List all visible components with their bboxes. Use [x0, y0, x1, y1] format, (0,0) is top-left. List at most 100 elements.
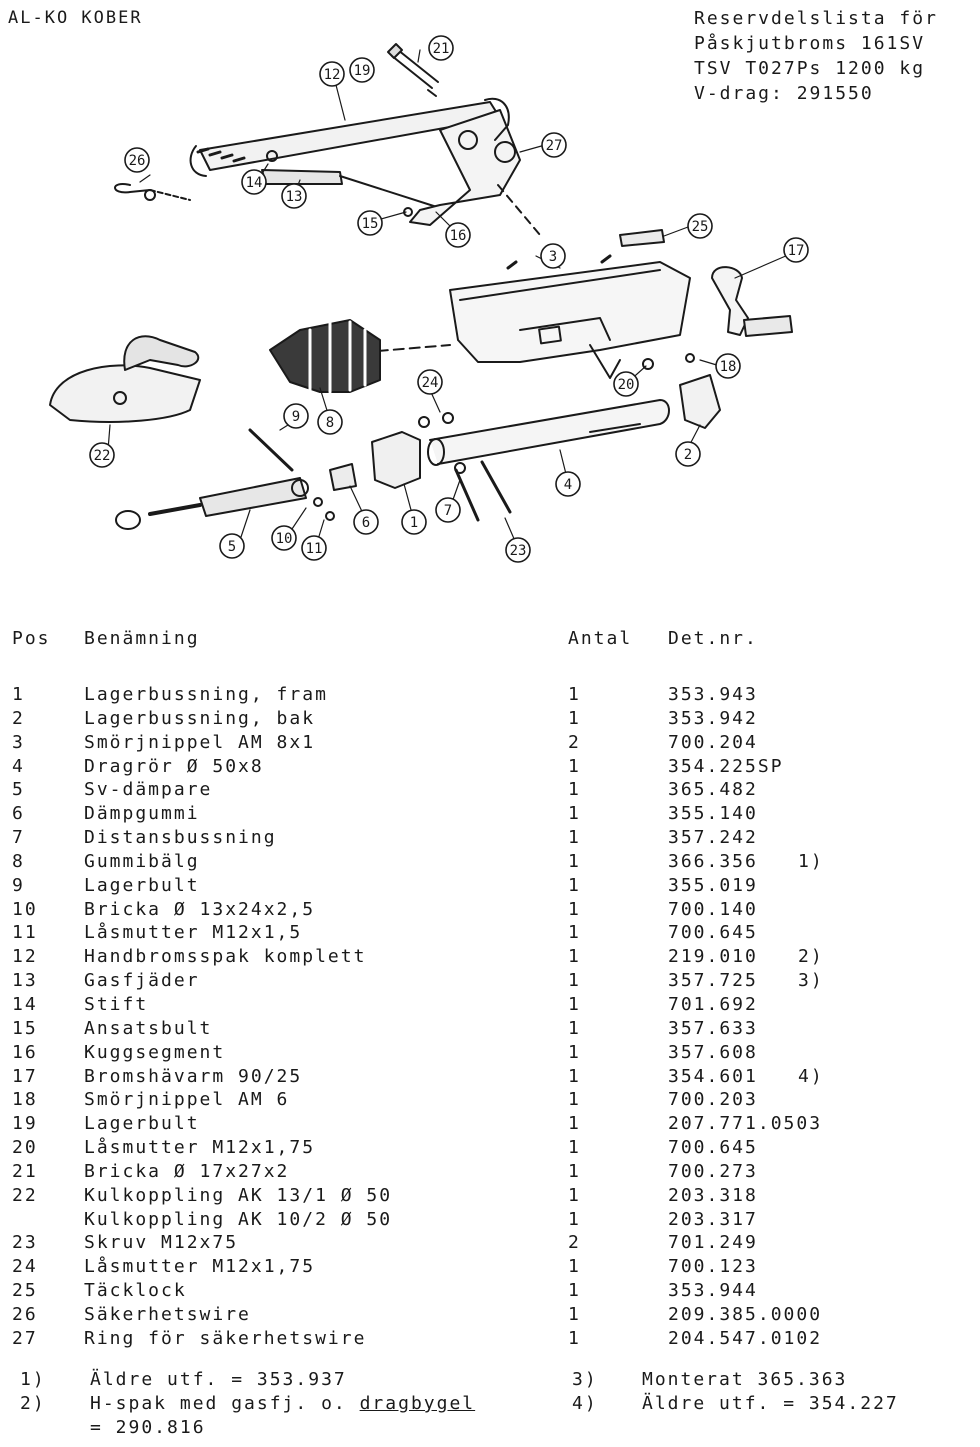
- callout-number: 17: [788, 243, 805, 259]
- callout-3: 3: [540, 243, 566, 269]
- row-name: Låsmutter M12x1,75: [84, 1137, 316, 1159]
- row-pos: 3: [12, 731, 25, 753]
- draw-tube-drawing: [427, 399, 670, 466]
- row-qty: 1: [568, 1113, 581, 1135]
- row-name: Lagerbult: [84, 1113, 200, 1135]
- callout-19: 19: [349, 57, 375, 83]
- row-qty: 1: [568, 850, 581, 872]
- callout-13: 13: [281, 183, 307, 209]
- row-det: 219.010: [668, 946, 758, 968]
- row-name: Distansbussning: [84, 827, 277, 849]
- table-header-row: Pos Benämning Antal Det.nr.: [0, 628, 980, 684]
- row-pos: 6: [12, 803, 25, 825]
- row-name: Låsmutter M12x1,5: [84, 922, 303, 944]
- callout-number: 2: [684, 447, 692, 463]
- row-det: 355.140: [668, 803, 758, 825]
- callout-26: 26: [124, 147, 150, 173]
- row-name: Bromshävarm 90/25: [84, 1065, 303, 1087]
- row-pos: 25: [12, 1280, 38, 1302]
- row-pos: 21: [12, 1160, 38, 1182]
- callout-circle: [317, 409, 343, 435]
- damper-rubber-drawing: [329, 463, 357, 491]
- callout-6: 6: [353, 509, 379, 535]
- callout-circle: [319, 61, 345, 87]
- footnote-text: Monterat 365.363: [642, 1369, 848, 1390]
- rubber-bellows-drawing: [269, 319, 381, 394]
- callout-number: 8: [326, 415, 334, 431]
- footnote-id: 2): [20, 1393, 46, 1414]
- callout-number: 12: [324, 67, 341, 83]
- callout-circle: [783, 237, 809, 263]
- cover-lid-drawing: [619, 229, 665, 247]
- row-name: Smörjnippel AM 6: [84, 1089, 290, 1111]
- callout-number: 23: [510, 543, 527, 559]
- row-det: 357.725: [668, 970, 758, 992]
- callout-number: 9: [292, 409, 300, 425]
- callout-7: 7: [435, 497, 461, 523]
- callout-number: 14: [246, 175, 263, 191]
- callout-number: 18: [720, 359, 737, 375]
- callout-27: 27: [541, 132, 567, 158]
- callout-9: 9: [283, 403, 309, 429]
- row-det: 203.318: [668, 1184, 758, 1206]
- row-note: 3): [798, 970, 824, 992]
- callout-circle: [505, 537, 531, 563]
- callout-circle: [428, 35, 454, 61]
- document-title: Reservdelslista för Påskjutbroms 161SV T…: [694, 6, 938, 106]
- row-pos: 1: [12, 684, 25, 705]
- row-qty: 1: [568, 827, 581, 849]
- footnote-id: 3): [572, 1369, 598, 1390]
- callout-15: 15: [357, 210, 383, 236]
- callout-circle: [241, 169, 267, 195]
- callout-18: 18: [715, 353, 741, 379]
- row-pos: 20: [12, 1137, 38, 1159]
- row-name: Säkerhetswire: [84, 1303, 251, 1325]
- row-det: 701.249: [668, 1232, 758, 1254]
- row-pos: 12: [12, 946, 38, 968]
- footnote-text: Äldre utf. = 353.937: [90, 1369, 347, 1390]
- row-qty: 1: [568, 970, 581, 992]
- row-det: 357.608: [668, 1041, 758, 1063]
- callout-4: 4: [555, 471, 581, 497]
- footnote-text-a: H-spak med gasfj. o.: [90, 1393, 347, 1414]
- row-name: Kulkoppling AK 13/1 Ø 50: [84, 1184, 393, 1206]
- brake-housing-drawing: [449, 261, 691, 379]
- callout-number: 7: [444, 503, 452, 519]
- callout-21: 21: [428, 35, 454, 61]
- callout-layer: 1234567891011121314151617181920212223242…: [89, 35, 809, 563]
- row-qty: 1: [568, 1089, 581, 1111]
- callout-number: 24: [422, 375, 439, 391]
- callout-circle: [281, 183, 307, 209]
- row-qty: 1: [568, 1137, 581, 1159]
- screws-drawing: [454, 460, 512, 522]
- row-det: 207.771.0503: [668, 1113, 823, 1135]
- row-pos: 8: [12, 850, 25, 872]
- callout-circle: [613, 371, 639, 397]
- callout-number: 11: [306, 541, 323, 557]
- callout-circle: [353, 509, 379, 535]
- callout-circle: [555, 471, 581, 497]
- row-det: 700.273: [668, 1160, 758, 1182]
- callout-circle: [124, 147, 150, 173]
- brand-name: AL-KO KOBER: [8, 8, 143, 28]
- row-pos: 26: [12, 1303, 38, 1325]
- row-name: Täcklock: [84, 1280, 187, 1302]
- row-qty: 1: [568, 1303, 581, 1325]
- row-det: 355.019: [668, 874, 758, 896]
- callout-11: 11: [301, 535, 327, 561]
- row-name: Ansatsbult: [84, 1017, 213, 1039]
